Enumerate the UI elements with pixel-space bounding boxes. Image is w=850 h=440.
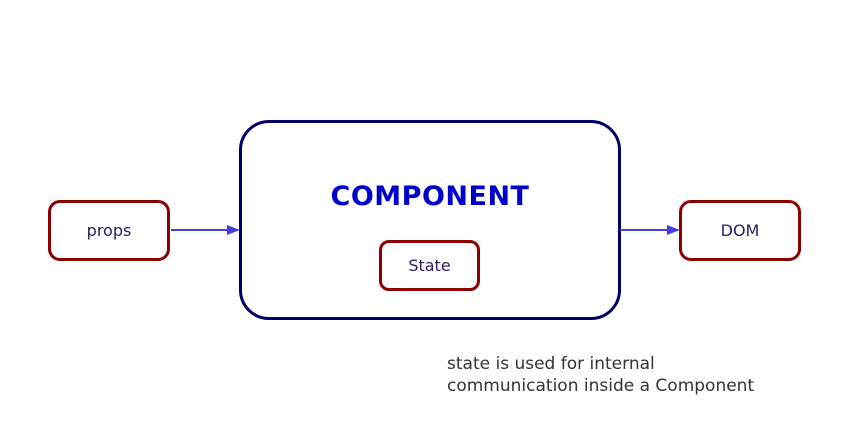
node-props: props xyxy=(48,200,170,261)
node-component-label: COMPONENT xyxy=(330,181,530,212)
arrow-props-to-component-icon xyxy=(171,225,240,235)
node-state-label: State xyxy=(408,255,451,275)
arrow-props-to-component xyxy=(171,223,240,237)
arrow-component-to-dom-icon xyxy=(620,225,680,235)
diagram-caption: state is used for internal communication… xyxy=(447,354,755,396)
node-state: State xyxy=(379,240,480,291)
node-dom-label: DOM xyxy=(720,220,760,240)
node-dom: DOM xyxy=(679,200,801,261)
node-props-label: props xyxy=(86,220,132,240)
arrow-component-to-dom xyxy=(620,223,680,237)
